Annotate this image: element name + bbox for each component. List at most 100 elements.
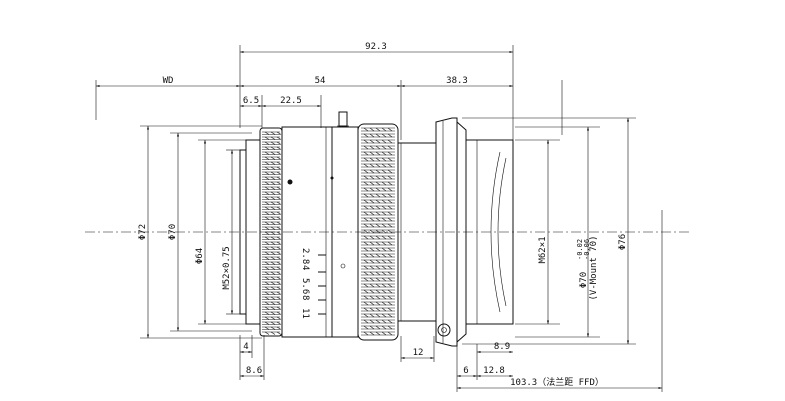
knurl-mark xyxy=(270,266,276,270)
knurl-mark xyxy=(375,253,381,258)
aperture-value-5-6: 5.6 xyxy=(300,278,310,294)
knurl-mark xyxy=(276,331,282,335)
knurl-mark xyxy=(369,313,375,318)
dim-dia-64: Φ64 xyxy=(195,248,205,264)
knurl-mark xyxy=(276,201,282,205)
knurl-mark xyxy=(363,325,369,330)
knurl-mark xyxy=(264,156,270,160)
knurl-mark xyxy=(375,247,381,252)
knurl-mark xyxy=(270,291,276,295)
knurl-mark xyxy=(369,163,375,168)
knurl-mark xyxy=(276,321,282,325)
knurl-mark xyxy=(276,241,282,245)
knurl-mark xyxy=(369,301,375,306)
knurl-mark xyxy=(375,229,381,234)
dim-mount-dia-group: Φ70 -0.02 -0.06 (V-Mount 70) xyxy=(576,235,599,300)
knurl-mark xyxy=(387,253,393,258)
knurl-mark xyxy=(369,229,375,234)
knurl-mark xyxy=(381,205,387,210)
knurl-mark xyxy=(387,289,393,294)
knurl-mark xyxy=(276,326,282,330)
knurl-mark xyxy=(270,141,276,145)
knurl-mark xyxy=(363,181,369,186)
knurl-mark xyxy=(276,131,282,135)
knurl-mark xyxy=(276,311,282,315)
knurl-mark xyxy=(270,296,276,300)
knurl-mark xyxy=(375,325,381,330)
knurl-mark xyxy=(363,169,369,174)
dim-thread-length-12: 12 xyxy=(413,348,424,358)
knurl-mark xyxy=(270,281,276,285)
knurl-mark xyxy=(369,241,375,246)
knurl-mark xyxy=(381,175,387,180)
knurl-mark xyxy=(375,301,381,306)
knurl-mark xyxy=(375,241,381,246)
knurl-mark xyxy=(264,271,270,275)
knurl-mark xyxy=(381,181,387,186)
knurl-mark xyxy=(363,283,369,288)
knurl-mark xyxy=(276,306,282,310)
knurl-mark xyxy=(375,139,381,144)
knurl-mark xyxy=(270,206,276,210)
knurl-mark xyxy=(270,216,276,220)
knurl-mark xyxy=(369,265,375,270)
knurl-mark xyxy=(276,206,282,210)
knurl-mark xyxy=(270,241,276,245)
knurl-mark xyxy=(276,291,282,295)
knurl-mark xyxy=(264,331,270,335)
knurl-mark xyxy=(270,136,276,140)
knurl-mark xyxy=(264,146,270,150)
knurl-mark xyxy=(363,175,369,180)
knurl-mark xyxy=(381,289,387,294)
diameter-dimensions xyxy=(146,118,630,344)
knurl-mark xyxy=(264,296,270,300)
knurl-mark xyxy=(369,133,375,138)
knurl-mark xyxy=(276,211,282,215)
knurl-mark xyxy=(381,187,387,192)
knurl-mark xyxy=(270,191,276,195)
dim-dia-70: Φ70 xyxy=(168,224,178,240)
knurl-mark xyxy=(387,313,393,318)
knurl-mark xyxy=(387,133,393,138)
knurl-mark xyxy=(381,229,387,234)
lens-body xyxy=(239,111,514,347)
knurl-mark xyxy=(270,286,276,290)
dim-body-length: 54 xyxy=(315,76,326,86)
knurl-mark xyxy=(270,261,276,265)
dim-flange-8-9: 8.9 xyxy=(494,342,510,352)
knurl-mark xyxy=(270,276,276,280)
index-circle xyxy=(340,263,346,269)
knurl-mark xyxy=(381,139,387,144)
knurl-mark xyxy=(264,316,270,320)
knurl-mark xyxy=(363,277,369,282)
knurl-mark xyxy=(381,301,387,306)
knurl-mark xyxy=(270,246,276,250)
index-dot xyxy=(287,179,293,185)
knurl-mark xyxy=(264,211,270,215)
knurl-mark xyxy=(276,296,282,300)
knurl-mark xyxy=(264,131,270,135)
knurl-mark xyxy=(363,235,369,240)
knurl-mark xyxy=(363,211,369,216)
knurl-mark xyxy=(363,241,369,246)
knurl-mark xyxy=(363,163,369,168)
knurl-mark xyxy=(270,176,276,180)
knurl-mark xyxy=(276,166,282,170)
knurl-mark xyxy=(363,205,369,210)
dim-front-depth-8-6: 8.6 xyxy=(246,366,262,376)
knurl-mark xyxy=(369,283,375,288)
rear-glass-element xyxy=(490,151,501,313)
knurl-mark xyxy=(375,331,381,336)
knurl-mark xyxy=(270,171,276,175)
knurl-mark xyxy=(375,175,381,180)
knurl-mark xyxy=(264,276,270,280)
knurl-mark xyxy=(363,145,369,150)
knurl-mark xyxy=(270,196,276,200)
dim-wd: WD xyxy=(163,76,174,86)
knurl-mark xyxy=(264,241,270,245)
knurl-mark xyxy=(264,226,270,230)
knurl-mark xyxy=(264,196,270,200)
knurl-mark xyxy=(276,141,282,145)
knurl-mark xyxy=(270,256,276,260)
